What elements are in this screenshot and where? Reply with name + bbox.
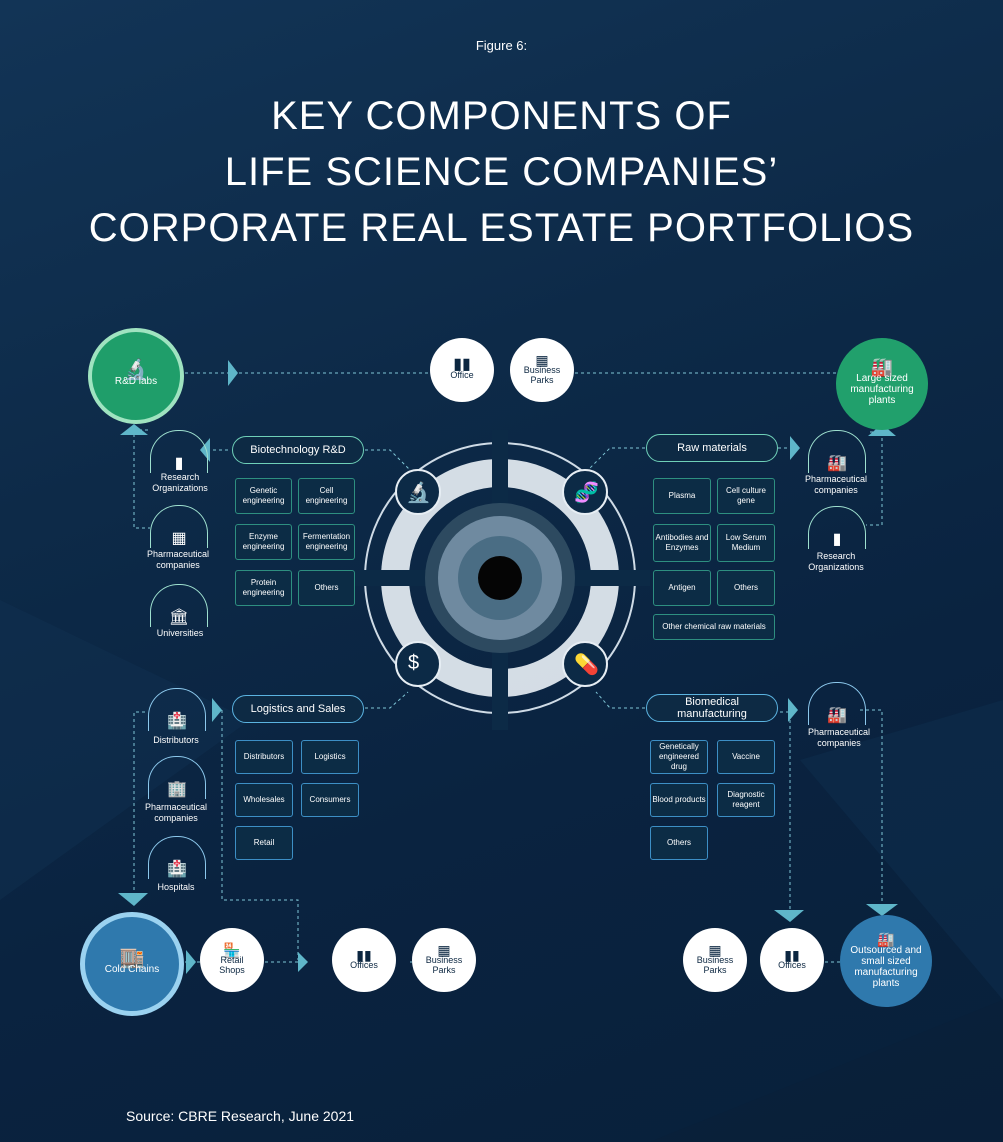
raw-item: Plasma — [653, 478, 711, 514]
title-line-2: LIFE SCIENCE COMPANIES’ — [224, 150, 779, 194]
factory-icon: 🏭 — [870, 357, 894, 377]
cold-chains-hub: 🏬 Cold Chains — [80, 912, 184, 1016]
raw-item: Antibodies and Enzymes — [653, 524, 711, 562]
business-parks-icon: ▦ — [437, 942, 451, 958]
biomedical-item: Others — [650, 826, 708, 860]
business-parks-circle-top: ▦ Business Parks — [510, 338, 574, 402]
figure-label: Figure 6: — [475, 38, 528, 53]
outsourced-label-3: manufacturing — [854, 966, 918, 978]
raw-item: Antigen — [653, 570, 711, 606]
biotech-title: Biotechnology R&D — [232, 436, 364, 464]
outsourced-label-2: small sized — [861, 955, 911, 967]
outsourced-plants-hub: 🏭 Outsourced and small sized manufacturi… — [840, 915, 932, 1007]
page-title: KEY COMPONENTS OF LIFE SCIENCE COMPANIES… — [0, 88, 1003, 256]
office-icon: ▮▮ — [453, 356, 471, 373]
offices-circle-right: ▮▮ Offices — [760, 928, 824, 992]
rd-labs-hub: 🔬 R&D labs — [88, 328, 184, 424]
biotech-item: Genetic engineering — [235, 478, 292, 514]
biotech-item: Enzyme engineering — [235, 524, 292, 560]
source-note: Source: CBRE Research, June 2021 — [126, 1108, 355, 1124]
office-icon: ▮▮ — [784, 947, 800, 963]
pills-icon: 💊 — [574, 654, 599, 676]
cold-chains-label: Cold Chains — [104, 964, 160, 975]
title-line-1: KEY COMPONENTS OF — [271, 94, 732, 138]
microscope-icon: 🔬 — [406, 482, 431, 504]
raw-item: Cell culture gene — [717, 478, 775, 514]
outsourced-label-1: Outsourced and — [850, 944, 922, 956]
universities-label: Universities — [156, 628, 204, 638]
biotech-item: Fermentation engineering — [298, 524, 355, 560]
outsourced-label-4: plants — [872, 977, 900, 989]
business-parks-icon: ▦ — [535, 352, 549, 368]
offices-circle-left: ▮▮ Offices — [332, 928, 396, 992]
logistics-item: Distributors — [235, 740, 293, 774]
logistics-title: Logistics and Sales — [232, 695, 364, 723]
microscope-icon: 🔬 — [123, 359, 149, 381]
business-parks-label-2: Parks — [530, 375, 554, 385]
shop-icon: 🏪 — [223, 942, 241, 958]
warehouse-truck-icon: 🏬 — [119, 947, 145, 969]
raw-item: Others — [717, 570, 775, 606]
distributors-icon-label: Distributors — [153, 735, 199, 745]
large-plants-label-3: plants — [868, 395, 896, 406]
logistics-item: Wholesales — [235, 783, 293, 817]
biomedical-item: Blood products — [650, 783, 708, 817]
business-parks-icon: ▦ — [708, 942, 722, 958]
biotech-item: Cell engineering — [298, 478, 355, 514]
money-cycle-icon: $ — [408, 652, 420, 674]
biotech-item: Protein engineering — [235, 570, 292, 606]
logistics-item: Retail — [235, 826, 293, 860]
raw-item: Other chemical raw materials — [653, 614, 775, 640]
large-plants-label-1: Large sized — [856, 373, 908, 384]
biomedical-item: Vaccine — [717, 740, 775, 774]
title-line-3: CORPORATE REAL ESTATE PORTFOLIOS — [88, 206, 915, 250]
biomedical-item: Diagnostic reagent — [717, 783, 775, 817]
logistics-item: Logistics — [301, 740, 359, 774]
biotech-item: Others — [298, 570, 355, 606]
hospitals-label: Hospitals — [157, 882, 195, 892]
large-plants-label-2: manufacturing — [850, 384, 914, 395]
dna-icon: 🧬 — [574, 482, 599, 504]
office-label: Office — [450, 370, 474, 380]
rd-labs-label: R&D labs — [114, 376, 158, 387]
raw-materials-title: Raw materials — [646, 434, 778, 462]
raw-item: Low Serum Medium — [717, 524, 775, 562]
office-circle: ▮▮ Office — [430, 338, 494, 402]
business-parks-label-1: Business — [523, 365, 561, 375]
biomedical-item: Genetically engineered drug — [650, 740, 708, 774]
office-icon: ▮▮ — [356, 947, 372, 963]
logistics-item: Consumers — [301, 783, 359, 817]
factory-icon: 🏭 — [877, 930, 895, 947]
large-plants-hub: 🏭 Large sized manufacturing plants — [836, 338, 928, 430]
